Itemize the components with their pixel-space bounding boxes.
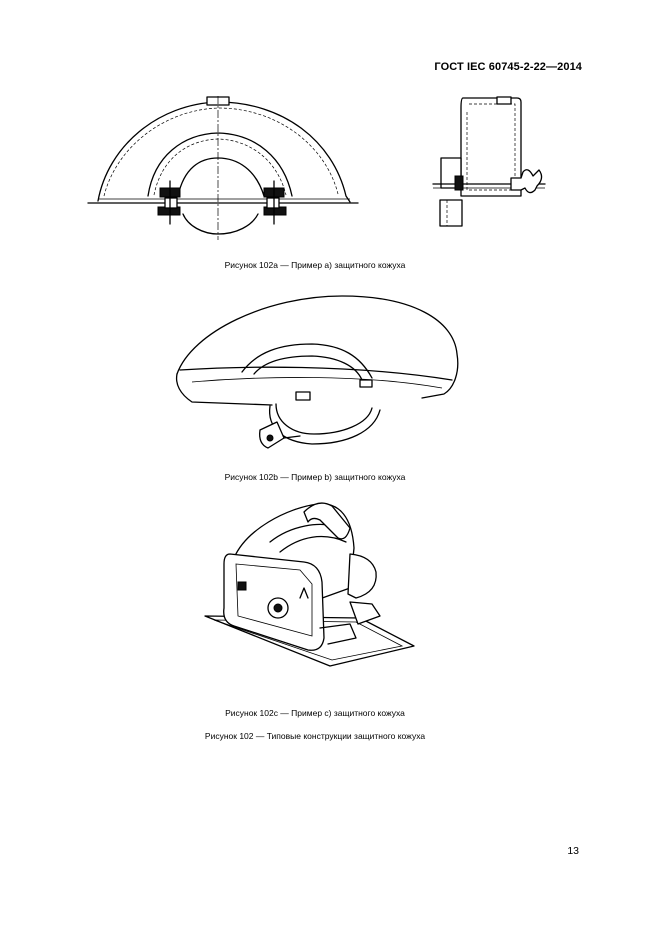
figure-102b-guard-illustration <box>172 292 462 458</box>
figure-102a-caption: Рисунок 102a — Пример a) защитного кожух… <box>224 260 406 270</box>
document-standard-id: ГОСТ IEC 60745-2-22—2014 <box>434 61 582 73</box>
figure-102a-front-view <box>88 96 358 241</box>
page-number: 13 <box>567 845 579 857</box>
figure-102a-side-view <box>433 96 548 231</box>
figure-102-main-caption: Рисунок 102 — Типовые конструкции защитн… <box>204 731 426 741</box>
figure-102c-circular-saw-illustration <box>200 498 420 678</box>
figure-102b-caption: Рисунок 102b — Пример b) защитного кожух… <box>224 472 406 482</box>
figure-102c-caption: Рисунок 102c — Пример c) защитного кожух… <box>225 708 405 718</box>
